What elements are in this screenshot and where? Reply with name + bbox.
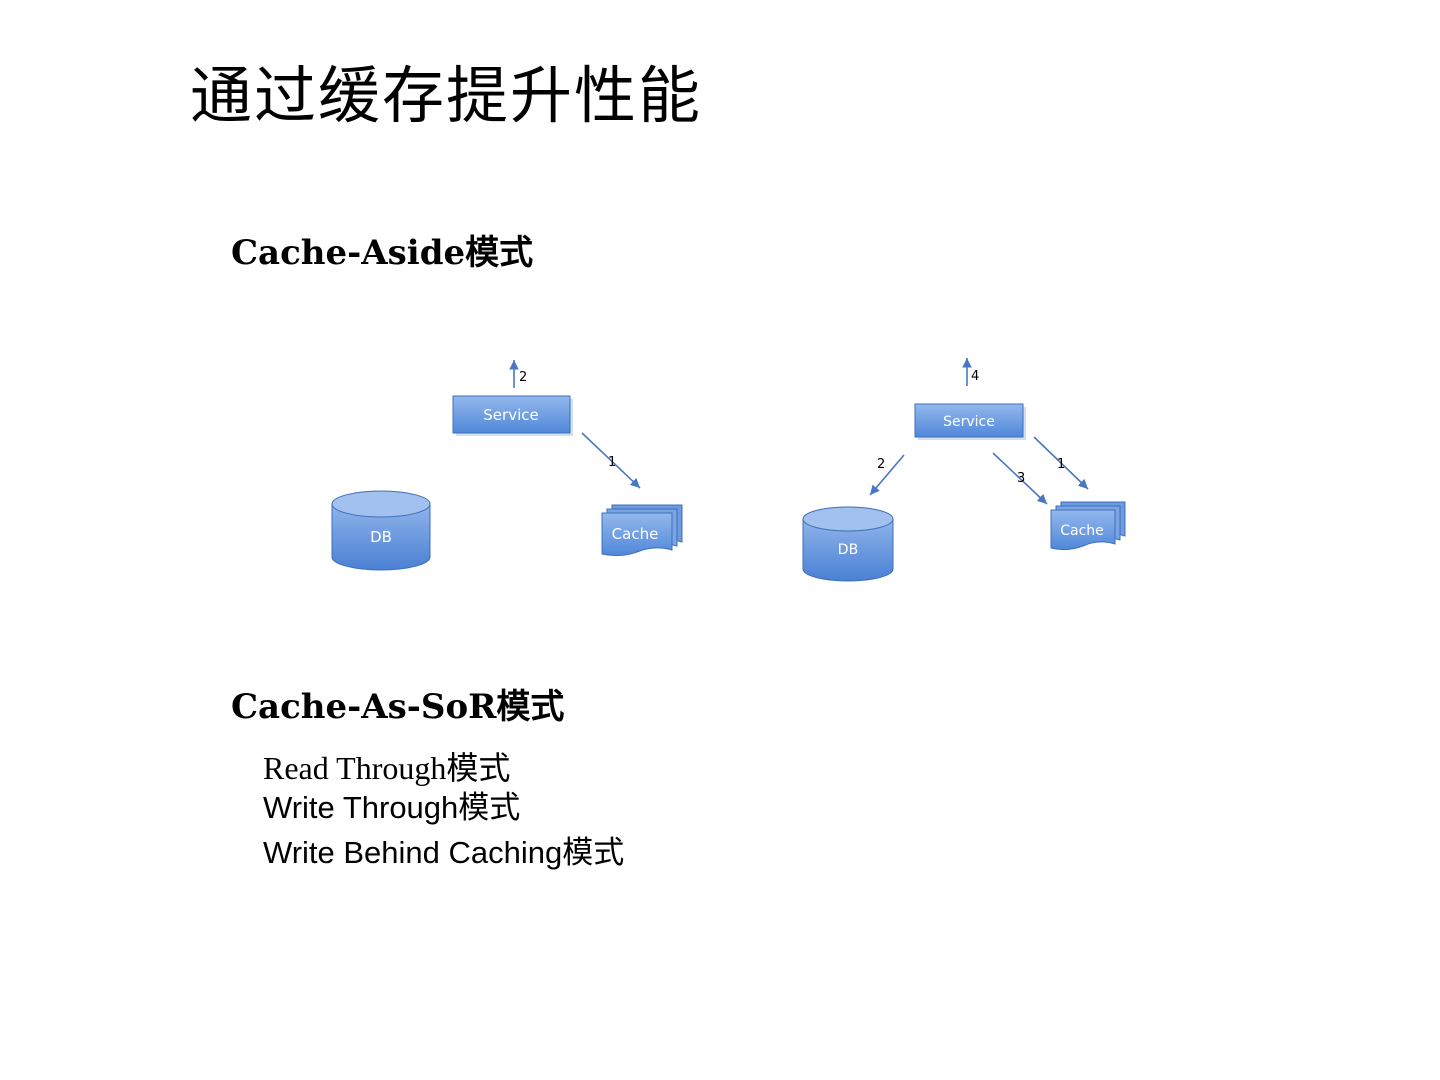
- cache-as-sor-heading: Cache-As-SoR模式: [231, 687, 565, 727]
- left-cache-label: Cache: [612, 525, 659, 543]
- left-db-cylinder: DB: [331, 490, 431, 571]
- write-behind-item: Write Behind Caching模式: [263, 835, 625, 870]
- cache-aside-heading: Cache-Aside模式: [231, 233, 534, 273]
- right-cache-label: Cache: [1060, 523, 1104, 539]
- right-step-label-3: 3: [1017, 471, 1025, 486]
- right-arrow-3: [992, 452, 1048, 505]
- right-arrow-2: [869, 454, 905, 496]
- right-diagram: 4 Service 2 3 1 DB Cache: [802, 358, 1126, 582]
- left-diagram: 2 Service 1 DB Cache: [331, 360, 683, 571]
- right-db-cylinder: DB: [802, 506, 894, 582]
- right-step-label-1: 1: [1057, 457, 1065, 472]
- right-service-label: Service: [943, 414, 995, 430]
- left-cache-stack: Cache: [601, 504, 683, 557]
- right-db-label: DB: [838, 542, 858, 558]
- left-step-label-1: 1: [608, 455, 616, 470]
- right-step-label-2: 2: [877, 457, 885, 472]
- left-db-label: DB: [370, 528, 392, 546]
- page-title: 通过缓存提升性能: [190, 59, 703, 132]
- write-through-item: Write Through模式: [263, 790, 521, 825]
- right-cache-stack: Cache: [1050, 501, 1126, 551]
- left-arrow-1: [581, 432, 641, 489]
- read-through-item: Read Through模式: [263, 750, 511, 786]
- right-step-label-4: 4: [971, 369, 979, 384]
- left-service-box: Service: [452, 395, 573, 436]
- left-service-label: Service: [483, 406, 538, 424]
- left-step-label-2: 2: [519, 370, 527, 385]
- right-service-box: Service: [914, 403, 1026, 440]
- right-arrow-1: [1033, 436, 1089, 490]
